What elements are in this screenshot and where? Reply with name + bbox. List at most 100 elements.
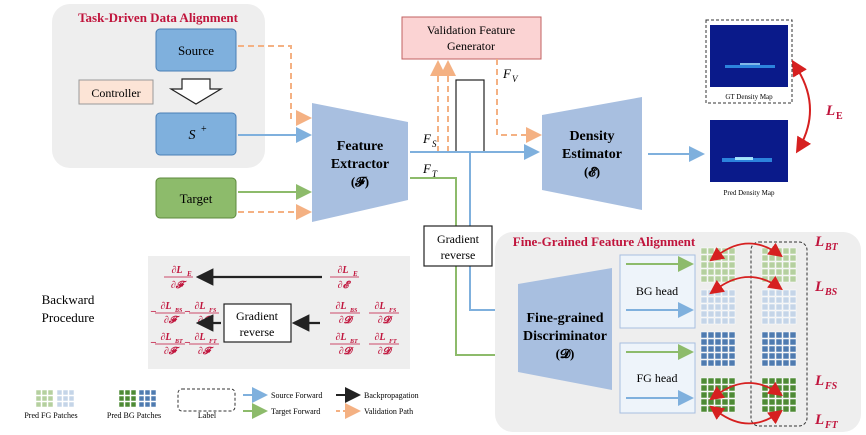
pred-bg-patch-dark: [700, 331, 736, 367]
legend-label: Label: [198, 411, 217, 420]
le-f-num-sub: E: [186, 270, 192, 278]
fv-label: F: [502, 66, 512, 81]
alignment-panel-title: Task-Driven Data Alignment: [78, 10, 239, 25]
label-bg-light: [761, 289, 797, 325]
legend-target: Target Forward: [271, 407, 320, 416]
lbs-arrow: [709, 275, 783, 295]
svg-text:∂L: ∂L: [335, 332, 346, 343]
le-f-num: ∂L: [171, 265, 182, 276]
pred-density-map: Pred Density Map: [710, 120, 788, 197]
svg-text:BT: BT: [349, 339, 358, 345]
lbt-arrow: [709, 242, 783, 262]
gt-density-map: GT Density Map: [705, 19, 793, 104]
feature-extractor-symbol: (𝓕): [351, 174, 369, 189]
svg-text:−: −: [184, 337, 191, 349]
controller-box: Controller: [78, 79, 154, 105]
legend-label-box: [177, 388, 236, 412]
label-bg-dark: [761, 331, 797, 367]
discriminator-line2: Discriminator: [523, 329, 607, 344]
backward-label-line1: Backward: [42, 292, 95, 307]
source-box: Source: [155, 28, 237, 72]
svg-text:−: −: [150, 306, 157, 318]
ft-sub: T: [432, 169, 438, 179]
svg-text:∂L: ∂L: [374, 301, 385, 312]
validation-path-arrow: [238, 45, 312, 126]
svg-text:BT: BT: [174, 339, 183, 345]
lbt-label: L: [814, 234, 824, 250]
lft-sub: FT: [824, 420, 839, 431]
svg-text:FS: FS: [209, 308, 217, 314]
density-estimator-line1: Density: [569, 129, 614, 144]
validation-generator-box: Validation Feature Generator: [401, 16, 542, 60]
fine-panel-title: Fine-Grained Feature Alignment: [513, 234, 696, 249]
lft-label: L: [814, 412, 824, 428]
backward-gr-line1: Gradient: [236, 309, 279, 323]
legend-fg-light-patch: [35, 389, 54, 408]
legend-backprop: Backpropagation: [364, 391, 419, 400]
legend-source: Source Forward: [271, 391, 322, 400]
svg-text:∂L: ∂L: [335, 301, 346, 312]
svg-text:∂𝓓: ∂𝓓: [378, 315, 393, 326]
label-fg-dark: [761, 377, 797, 413]
backward-label-line2: Procedure: [42, 310, 95, 325]
le-curve-arrow: [791, 59, 812, 154]
legend-bg-light-patch: [56, 389, 75, 408]
label-fg-light: [761, 247, 797, 283]
lbt-sub: BT: [824, 242, 839, 253]
lfs-arrow: [709, 381, 783, 401]
svg-text:BS: BS: [349, 308, 358, 314]
backward-gradient-reverse-box: Gradient reverse: [223, 303, 292, 343]
le-e-num: ∂L: [337, 265, 348, 276]
svg-text:∂𝓓: ∂𝓓: [339, 315, 354, 326]
source-label: Source: [178, 43, 214, 58]
legend-fg-dark-patch: [118, 389, 137, 408]
validation-line1: Validation Feature: [427, 23, 515, 37]
pred-fg-patch-dark: [700, 377, 736, 413]
svg-text:∂𝓕: ∂𝓕: [164, 346, 181, 357]
gradient-reverse-small-box: [455, 79, 485, 153]
le-sub: E: [836, 111, 843, 122]
target-label: Target: [180, 191, 213, 206]
lfs-label: L: [814, 373, 824, 389]
svg-text:−: −: [184, 306, 191, 318]
density-estimator-symbol: (𝓔): [584, 164, 600, 179]
fv-sub: V: [512, 74, 519, 84]
gradient-reverse-line1: Gradient: [437, 232, 480, 246]
le-e-den: ∂𝓔: [338, 280, 352, 291]
le-f-den: ∂𝓕: [171, 280, 188, 291]
lft-arrow: [709, 405, 783, 425]
lfs-sub: FS: [824, 381, 838, 392]
gradient-reverse-line2: reverse: [441, 248, 476, 262]
fs-label: F: [422, 131, 432, 146]
gt-map-caption: GT Density Map: [725, 93, 773, 101]
fg-head-label: FG head: [637, 371, 678, 385]
svg-text:∂L: ∂L: [194, 301, 205, 312]
lbs-label: L: [814, 279, 824, 295]
s-plus-box: S +: [155, 112, 237, 156]
svg-text:∂L: ∂L: [160, 332, 171, 343]
backward-gr-line2: reverse: [240, 325, 275, 339]
density-estimator-line2: Estimator: [562, 147, 622, 162]
pred-bg-patch-light: [700, 289, 736, 325]
gradient-reverse-box: Gradient reverse: [423, 225, 493, 267]
controller-label: Controller: [91, 86, 140, 100]
svg-text:FT: FT: [209, 339, 217, 345]
feature-extractor-line1: Feature: [337, 139, 383, 154]
svg-text:∂𝓓: ∂𝓓: [339, 346, 354, 357]
discriminator: Fine-grained Discriminator (𝓓): [518, 268, 612, 390]
ft-label: F: [422, 161, 432, 176]
pred-map-caption: Pred Density Map: [724, 189, 775, 197]
legend-bg-dark-patch: [138, 389, 157, 408]
svg-text:∂𝓕: ∂𝓕: [198, 346, 215, 357]
legend-validation: Validation Path: [364, 407, 413, 416]
svg-text:BS: BS: [174, 308, 183, 314]
bg-head-label: BG head: [636, 284, 678, 298]
